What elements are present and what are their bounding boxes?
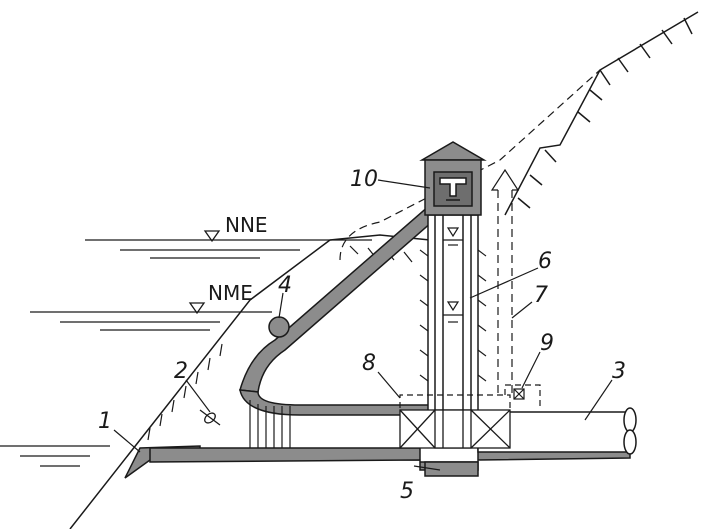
- tailrace-tunnel: [477, 407, 637, 455]
- trash-rack: [199, 409, 221, 426]
- dashed-alt-line: [339, 69, 601, 261]
- support-lines: [249, 400, 291, 448]
- callout-6: 6: [538, 249, 552, 274]
- callout-1: 1: [98, 409, 112, 434]
- turbine-chamber: [399, 409, 511, 449]
- slope-hatching-lower: [147, 343, 223, 441]
- nme-level-marker: [188, 302, 206, 315]
- bypass-dashed-2: [504, 384, 541, 408]
- tunnel-bottom: [149, 447, 631, 471]
- nme-label: NME: [208, 281, 253, 305]
- nne-level-marker: [203, 230, 221, 243]
- water-surface-bottom-left: [0, 445, 110, 467]
- water-surface-upper: [85, 239, 372, 259]
- surge-ball: [268, 316, 290, 338]
- callout-3: 3: [612, 359, 626, 384]
- callout-leaders: [113, 179, 613, 471]
- callout-9: 9: [540, 331, 554, 356]
- shaft-marker-2: [446, 301, 460, 312]
- callout-10: 10: [350, 167, 378, 192]
- powerhouse: [419, 141, 487, 216]
- shaft-water-levels: [443, 239, 463, 323]
- shaft-marker-1: [446, 227, 460, 238]
- nne-label: NNE: [225, 213, 268, 237]
- water-surface-lower: [30, 311, 272, 331]
- valve: [513, 388, 525, 400]
- callout-8: 8: [362, 351, 376, 376]
- callout-2: 2: [174, 359, 188, 384]
- callout-4: 4: [278, 273, 292, 298]
- dashed-vent-pipe: [497, 190, 513, 395]
- callout-7: 7: [534, 283, 548, 308]
- callout-5: 5: [400, 479, 414, 504]
- shaft-hatching: [419, 249, 487, 382]
- drainage-sump: [424, 461, 479, 477]
- inclined-penstock: [239, 203, 442, 393]
- vent-arrow: [490, 168, 520, 191]
